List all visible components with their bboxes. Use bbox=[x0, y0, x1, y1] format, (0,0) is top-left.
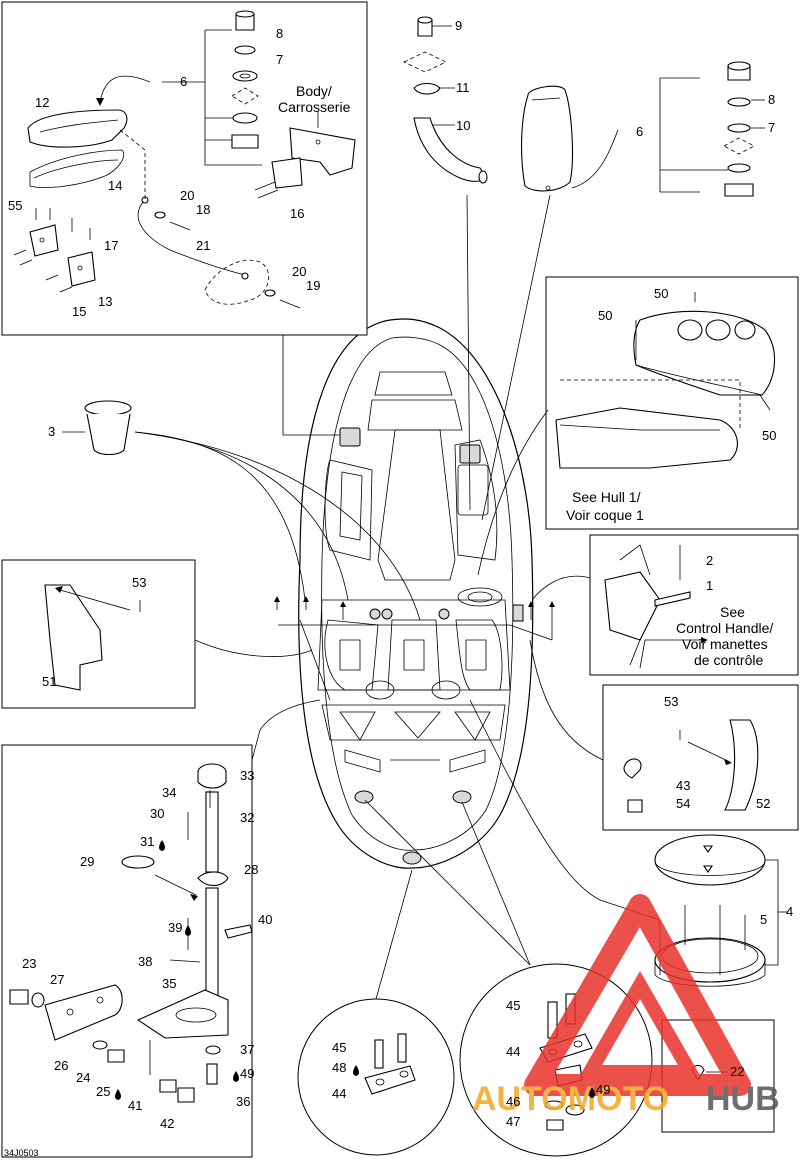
callout: 46 bbox=[506, 1094, 520, 1109]
callout: 20 bbox=[180, 188, 194, 203]
callout: 29 bbox=[80, 854, 94, 869]
callout: 55 bbox=[8, 198, 22, 213]
callout: 43 bbox=[676, 778, 690, 793]
callout: 44 bbox=[332, 1086, 346, 1101]
callout: 49 bbox=[240, 1066, 254, 1081]
callout: 45 bbox=[506, 998, 520, 1013]
watermark-automoto: AUTOMOTO bbox=[472, 1080, 669, 1118]
callout: 33 bbox=[240, 768, 254, 783]
callout: 44 bbox=[506, 1044, 520, 1059]
callout: 12 bbox=[35, 95, 49, 110]
drop-icon bbox=[589, 1087, 595, 1098]
rear-seat-assembly bbox=[481, 61, 765, 521]
callout: 14 bbox=[108, 178, 122, 193]
callout: 21 bbox=[196, 238, 210, 253]
hull-top-view bbox=[298, 318, 534, 869]
box-control-handle bbox=[531, 534, 799, 676]
callout: 13 bbox=[98, 294, 112, 309]
voir-manettes-label: Voir manettes bbox=[682, 636, 768, 652]
callout: 52 bbox=[756, 796, 770, 811]
drop-icon bbox=[185, 925, 191, 936]
see-hull-label: See Hull 1/ bbox=[572, 489, 641, 505]
callout: 17 bbox=[104, 238, 118, 253]
callout: 37 bbox=[240, 1042, 254, 1057]
drop-icon bbox=[115, 1089, 121, 1100]
callout: 23 bbox=[22, 956, 36, 971]
callout: 51 bbox=[42, 674, 56, 689]
callout: 1 bbox=[706, 578, 713, 593]
callout: 45 bbox=[332, 1040, 346, 1055]
callout: 19 bbox=[306, 278, 320, 293]
callout: 18 bbox=[196, 202, 210, 217]
callout: 25 bbox=[96, 1084, 110, 1099]
callout: 50 bbox=[598, 308, 612, 323]
callout: 40 bbox=[258, 912, 272, 927]
callout: 54 bbox=[676, 796, 690, 811]
callout: 5 bbox=[760, 912, 767, 927]
callout-labels: 8 7 6 Body/ Carrosserie 12 14 20 18 16 5… bbox=[4, 18, 793, 1158]
callout: 42 bbox=[160, 1116, 174, 1131]
body-label: Body/ bbox=[296, 83, 332, 99]
leader-top-box bbox=[282, 335, 340, 436]
cup-holder-3 bbox=[62, 400, 421, 621]
drop-icon bbox=[353, 1065, 359, 1076]
callout: 30 bbox=[150, 806, 164, 821]
callout: 26 bbox=[54, 1058, 68, 1073]
callout: 31 bbox=[140, 834, 154, 849]
callout: 16 bbox=[290, 206, 304, 221]
callout: 28 bbox=[244, 862, 258, 877]
callout: 27 bbox=[50, 972, 64, 987]
hose-assembly bbox=[403, 16, 488, 511]
watermark-logo: AUTOMOTO HUB bbox=[472, 894, 780, 1118]
liquid-drop-icons bbox=[115, 840, 595, 1100]
drop-icon bbox=[233, 1071, 239, 1082]
watermark-hub: HUB bbox=[706, 1080, 780, 1118]
callout: 7 bbox=[276, 52, 283, 67]
callout: 7 bbox=[768, 120, 775, 135]
callout: 10 bbox=[456, 118, 470, 133]
see-label: See bbox=[720, 604, 745, 620]
callout: 39 bbox=[168, 920, 182, 935]
callout: 49 bbox=[596, 1082, 610, 1097]
figure-code: 34J0503 bbox=[4, 1148, 39, 1158]
voir-coque-label: Voir coque 1 bbox=[566, 507, 644, 523]
callout: 50 bbox=[654, 286, 668, 301]
detail-circle-a bbox=[297, 869, 455, 1156]
callout: 50 bbox=[762, 428, 776, 443]
callout: 53 bbox=[664, 694, 678, 709]
callout: 36 bbox=[236, 1094, 250, 1109]
box-bracket-51 bbox=[1, 559, 313, 709]
callout: 24 bbox=[76, 1070, 90, 1085]
callout: 34 bbox=[162, 785, 176, 800]
callout: 15 bbox=[72, 304, 86, 319]
control-handle-label: Control Handle/ bbox=[676, 620, 773, 636]
carrosserie-label: Carrosserie bbox=[278, 99, 351, 115]
callout: 47 bbox=[506, 1114, 520, 1129]
callout: 6 bbox=[636, 124, 643, 139]
hull-arrows bbox=[274, 596, 555, 641]
callout: 20 bbox=[292, 264, 306, 279]
callout: 11 bbox=[456, 80, 470, 95]
drop-icon bbox=[159, 840, 165, 851]
callout: 4 bbox=[786, 904, 793, 919]
callout: 9 bbox=[455, 18, 462, 33]
box-column-assembly bbox=[1, 699, 321, 1158]
callout: 48 bbox=[332, 1060, 346, 1075]
callout: 8 bbox=[276, 26, 283, 41]
callout: 22 bbox=[730, 1064, 744, 1079]
box-bracket-52 bbox=[529, 639, 799, 831]
box-glove-box bbox=[477, 276, 799, 576]
callout: 38 bbox=[138, 954, 152, 969]
callout: 41 bbox=[128, 1098, 142, 1113]
callout: 2 bbox=[706, 553, 713, 568]
de-controle-label: de contrôle bbox=[694, 652, 763, 668]
callout: 32 bbox=[240, 810, 254, 825]
callout: 6 bbox=[180, 74, 187, 89]
box-seat-assembly bbox=[1, 1, 368, 336]
callout: 3 bbox=[48, 424, 55, 439]
callout: 8 bbox=[768, 92, 775, 107]
callout: 35 bbox=[162, 976, 176, 991]
callout: 53 bbox=[132, 575, 146, 590]
